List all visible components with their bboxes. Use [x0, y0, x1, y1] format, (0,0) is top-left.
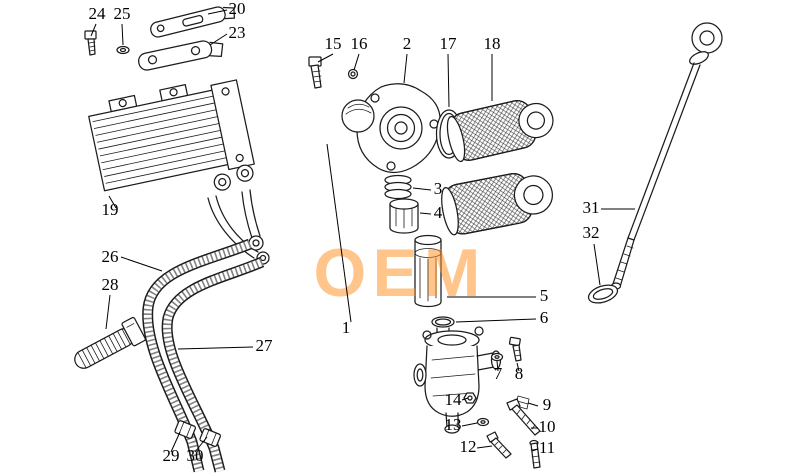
callout-leader-29 — [170, 431, 181, 453]
callout-label-12: 12 — [460, 437, 477, 456]
line-art — [84, 6, 270, 265]
callout-leader-12 — [476, 445, 493, 449]
watermark: OEM — [314, 235, 487, 311]
callout-label-26: 26 — [102, 247, 119, 266]
washer-13-icon — [476, 417, 490, 427]
callout-label-5: 5 — [540, 286, 549, 305]
callout-label-16: 16 — [351, 34, 368, 53]
callout-label-31: 31 — [583, 198, 600, 217]
callout-label-11: 11 — [539, 438, 555, 457]
oil-filter-lower — [441, 172, 554, 236]
callout-leader-15 — [317, 53, 334, 63]
callout-label-14: 14 — [445, 390, 463, 409]
hose-fitting-30 — [199, 428, 221, 447]
callout-leader-24 — [90, 23, 97, 37]
oil-filter-upper — [446, 100, 554, 163]
callout-leader-20 — [207, 9, 228, 15]
callout-label-10: 10 — [539, 417, 556, 436]
callout-label-8: 8 — [515, 364, 524, 383]
sleeve-4 — [389, 198, 419, 234]
bolt-24-icon — [84, 30, 97, 56]
callout-leader-4 — [419, 212, 432, 215]
callout-label-28: 28 — [102, 275, 119, 294]
tube-5 — [414, 234, 442, 308]
callout-label-2: 2 — [403, 34, 412, 53]
spring-9-icon — [515, 395, 530, 410]
callout-label-27: 27 — [256, 336, 274, 355]
callout-label-9: 9 — [543, 395, 552, 414]
callout-label-3: 3 — [434, 179, 443, 198]
callout-label-32: 32 — [583, 223, 600, 242]
callout-label-23: 23 — [229, 23, 246, 42]
callout-leader-16 — [353, 53, 360, 71]
callout-label-17: 17 — [440, 34, 458, 53]
nut-14-icon — [463, 392, 477, 404]
mounting-bracket-upper — [150, 6, 236, 38]
callout-leader-32 — [593, 243, 601, 286]
washer-7-icon — [490, 352, 504, 362]
callout-leader-25 — [121, 23, 124, 46]
line-art-2 — [74, 22, 723, 469]
callout-leader-26 — [120, 256, 163, 272]
callout-leader-1 — [326, 143, 352, 323]
washer-25-icon — [116, 45, 130, 55]
washer-16-icon — [347, 68, 359, 80]
callout-leader-23 — [209, 33, 228, 46]
callout-leader-6 — [455, 318, 537, 323]
callout-leader-13 — [461, 422, 478, 427]
callout-leader-17 — [447, 53, 450, 108]
bolt-12-icon — [486, 431, 512, 459]
callout-label-24: 24 — [89, 4, 107, 23]
callout-label-13: 13 — [445, 415, 462, 434]
o-ring-32-icon — [587, 284, 619, 304]
callout-leader-11 — [531, 448, 539, 452]
callout-label-7: 7 — [494, 364, 503, 383]
callout-label-19: 19 — [102, 200, 119, 219]
callout-label-1: 1 — [342, 318, 351, 337]
oil-pipe-26 — [207, 189, 270, 265]
o-ring-6 — [431, 316, 455, 328]
filter-cover — [341, 83, 441, 174]
callout-leader-2 — [403, 53, 408, 84]
callout-leader-7 — [496, 360, 499, 372]
hose-fitting-29 — [174, 420, 196, 439]
callout-label-25: 25 — [114, 4, 131, 23]
callout-label-6: 6 — [540, 308, 549, 327]
oil-cooler — [88, 79, 255, 192]
callout-leader-8 — [516, 362, 520, 372]
bolt-8-icon — [508, 336, 522, 362]
callout-label-20: 20 — [229, 0, 246, 18]
callout-label-29: 29 — [163, 446, 180, 465]
callout-label-18: 18 — [484, 34, 501, 53]
callout-leader-19 — [108, 195, 117, 209]
dipstick — [610, 22, 723, 290]
spring-washers-3 — [384, 174, 412, 200]
callout-leader-27 — [177, 346, 254, 350]
bolt-10-icon — [506, 398, 541, 436]
hose-clamp-28 — [74, 316, 146, 369]
callout-label-4: 4 — [434, 203, 443, 222]
callout-leader-30 — [194, 436, 208, 453]
callout-leader-28 — [105, 294, 111, 330]
bolt-15-icon — [308, 56, 322, 89]
callout-leader-14 — [461, 397, 469, 401]
callout-label-15: 15 — [325, 34, 342, 53]
callout-leader-3 — [412, 187, 432, 191]
callout-leader-9 — [527, 402, 539, 407]
callout-label-30: 30 — [187, 446, 204, 465]
oil-hoses — [142, 238, 265, 473]
mounting-bracket-lower — [138, 40, 224, 71]
